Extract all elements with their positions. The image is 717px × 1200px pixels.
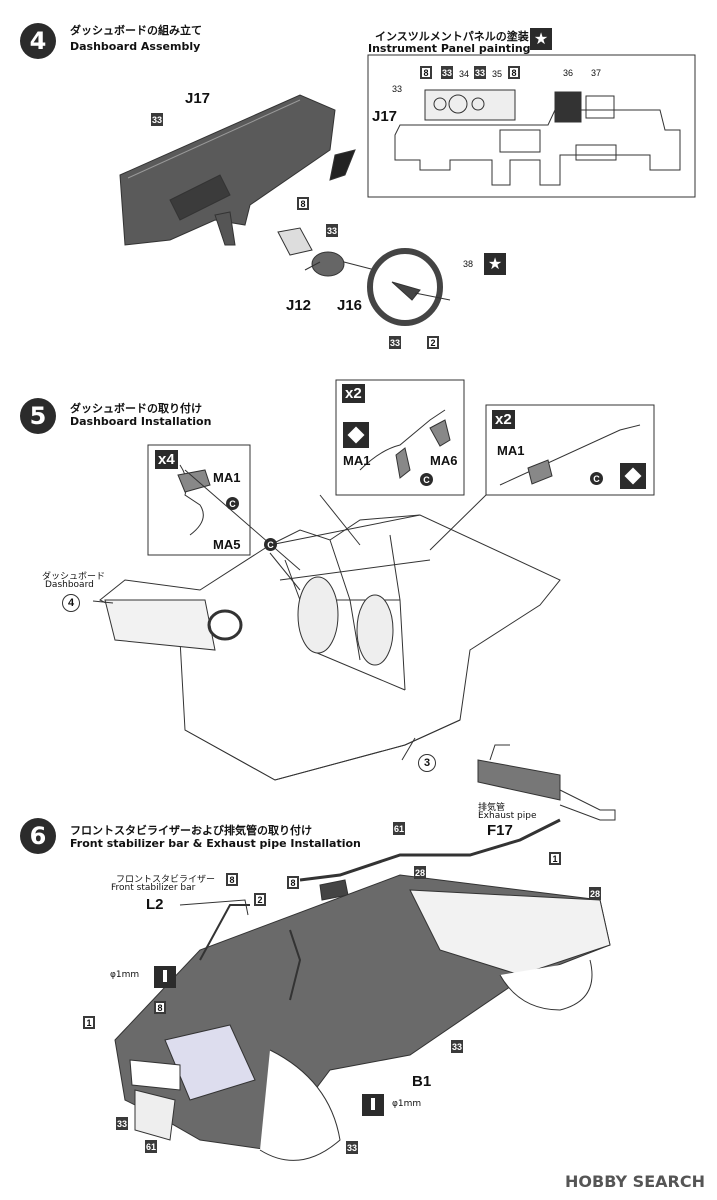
paint-chip-8c: 8 xyxy=(154,1001,166,1014)
instrument-panel-drawing xyxy=(394,89,681,186)
step-4-title-en: Dashboard Assembly xyxy=(70,40,201,53)
part-b1-label: B1 xyxy=(412,1073,432,1090)
step-6-title-en: Front stabilizer bar & Exhaust pipe Inst… xyxy=(70,837,361,850)
paint-chip-61b: 61 xyxy=(145,1140,158,1153)
drill-hole-icon xyxy=(362,1094,384,1116)
belt-a-ma1-label: MA1 xyxy=(213,470,241,485)
star-icon: ★ xyxy=(484,253,506,275)
instrument-panel-box xyxy=(367,54,696,198)
steering-column-drawing xyxy=(277,227,376,277)
belt-b-ma6-label: MA6 xyxy=(430,453,458,468)
paint-chip-1b: 1 xyxy=(83,1016,95,1029)
exhaust-label-jp: 排気管 xyxy=(478,803,506,813)
part-j17-label: J17 xyxy=(185,90,211,107)
step-5-title-en: Dashboard Installation xyxy=(70,415,212,428)
multiplier-badge-c: x2 xyxy=(492,410,515,429)
exhaust-label-en: Exhaust pipe xyxy=(478,811,537,821)
paint-chip-8a: 8 xyxy=(226,873,238,886)
panel-title-jp: インスツルメントパネルの塗装 xyxy=(375,30,529,43)
paint-chip-61a: 61 xyxy=(393,822,406,835)
paint-chip-28b: 28 xyxy=(589,887,602,900)
drill-label-b: φ1mm xyxy=(392,1099,422,1109)
stabilizer-label-en: Front stabilizer bar xyxy=(111,883,196,893)
step-4-title-jp: ダッシュボードの組み立て xyxy=(70,24,202,37)
chassis-rollcage-drawing xyxy=(99,514,561,781)
step-6-number: 6 xyxy=(20,818,56,854)
c-mark-icon: C xyxy=(264,538,277,551)
step-ref-4: 4 xyxy=(62,594,80,612)
panel-chip-33c: 33 xyxy=(392,84,403,94)
floor-pan-drawing xyxy=(114,874,611,1161)
belt-b-ma1-label: MA1 xyxy=(343,453,371,468)
paint-chip-wheel2: 2 xyxy=(427,336,439,349)
paint-chip-28a: 28 xyxy=(414,866,427,879)
exhaust-drawing xyxy=(299,744,616,901)
panel-chip-34: 34 xyxy=(459,69,470,79)
panel-chip-8b: 8 xyxy=(508,66,520,79)
multiplier-badge-a: x4 xyxy=(155,450,178,469)
part-f17-label: F17 xyxy=(487,822,513,839)
drill-label-a: φ1mm xyxy=(110,970,140,980)
paint-chip-knob8: 8 xyxy=(297,197,309,210)
paint-chip-dash: 33 xyxy=(151,113,164,126)
steering-wheel-drawing xyxy=(367,248,451,326)
paint-chip-8b: 8 xyxy=(287,876,299,889)
belt-c-ma1-label: MA1 xyxy=(497,443,525,458)
c-mark-icon: C xyxy=(226,497,239,510)
step-5-number: 5 xyxy=(20,398,56,434)
diamond-icon xyxy=(620,463,646,489)
paint-chip-33a: 33 xyxy=(451,1040,464,1053)
panel-chip-36: 36 xyxy=(563,68,574,78)
panel-j17-label: J17 xyxy=(372,108,398,125)
panel-chip-33b: 33 xyxy=(474,66,487,79)
panel-chip-8a: 8 xyxy=(420,66,432,79)
paint-chip-1a: 1 xyxy=(549,852,561,865)
belt-drawings xyxy=(177,409,641,536)
diamond-icon xyxy=(343,422,369,448)
paint-chip-wheel33: 33 xyxy=(389,336,402,349)
part-j12-label: J12 xyxy=(286,297,312,314)
paint-chip-2: 2 xyxy=(254,893,266,906)
dashboard-label-en: Dashboard xyxy=(45,580,94,590)
paint-chip-33b: 33 xyxy=(116,1117,129,1130)
part-l2-label: L2 xyxy=(146,896,164,913)
panel-chip-37: 37 xyxy=(591,68,602,78)
belt-a-ma5-label: MA5 xyxy=(213,537,241,552)
step-6-title-jp: フロントスタビライザーおよび排気管の取り付け xyxy=(70,824,312,837)
paint-chip-knob33: 33 xyxy=(326,224,339,237)
watermark: HOBBY SEARCH xyxy=(565,1172,705,1191)
decal-38-label: 38 xyxy=(463,259,474,269)
drill-hole-icon xyxy=(154,966,176,988)
c-mark-icon: C xyxy=(590,472,603,485)
step-4-number: 4 xyxy=(20,23,56,59)
dashboard-label-jp: ダッシュボード xyxy=(42,572,106,582)
paint-chip-33c: 33 xyxy=(346,1141,359,1154)
dashboard-part-drawing xyxy=(119,94,356,246)
star-icon: ★ xyxy=(530,28,552,50)
stabilizer-label-jp: フロントスタビライザー xyxy=(116,875,216,885)
step-ref-3: 3 xyxy=(418,754,436,772)
panel-title-en: Instrument Panel painting xyxy=(368,42,531,55)
step-5-title-jp: ダッシュボードの取り付け xyxy=(70,402,202,415)
part-j16-label: J16 xyxy=(337,297,363,314)
panel-chip-33a: 33 xyxy=(441,66,454,79)
multiplier-badge-b: x2 xyxy=(342,384,365,403)
c-mark-icon: C xyxy=(420,473,433,486)
panel-chip-35: 35 xyxy=(492,69,503,79)
